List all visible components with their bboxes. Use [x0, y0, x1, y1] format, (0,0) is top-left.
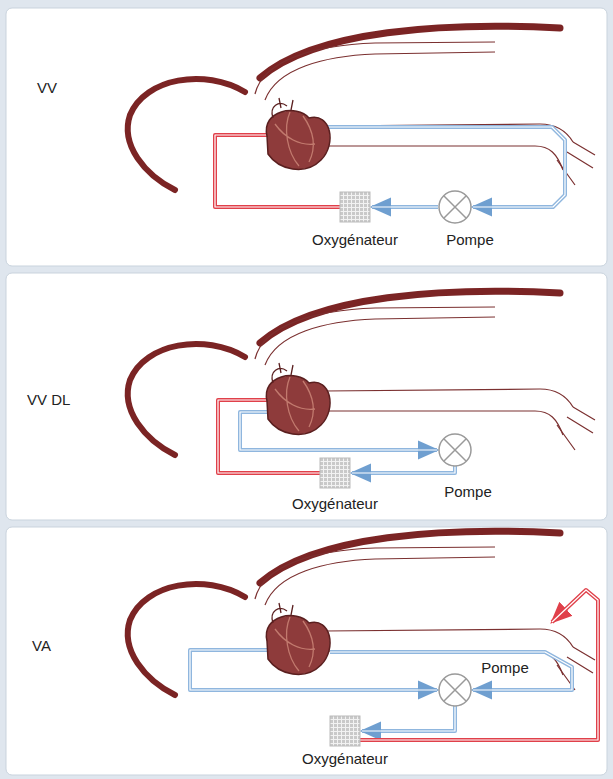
tube-core — [362, 706, 455, 731]
tube-core — [360, 590, 598, 740]
mode-label: VV DL — [27, 392, 70, 409]
tube-core — [372, 206, 438, 207]
oxygenator-label: Oxygénateur — [292, 496, 378, 513]
venous-tube — [352, 466, 455, 473]
mode-label: VA — [32, 638, 51, 655]
venous-tube — [372, 205, 438, 209]
pump-label: Pompe — [446, 232, 494, 249]
pump-label: Pompe — [444, 484, 492, 501]
pump-label: Pompe — [481, 660, 529, 677]
oxygenator-label: Oxygénateur — [302, 751, 388, 768]
arterial-tube — [360, 590, 598, 740]
oxygenator-label: Oxygénateur — [312, 232, 398, 249]
venous-tube — [362, 706, 455, 731]
tube-core — [352, 466, 455, 473]
mode-label: VV — [37, 80, 57, 97]
